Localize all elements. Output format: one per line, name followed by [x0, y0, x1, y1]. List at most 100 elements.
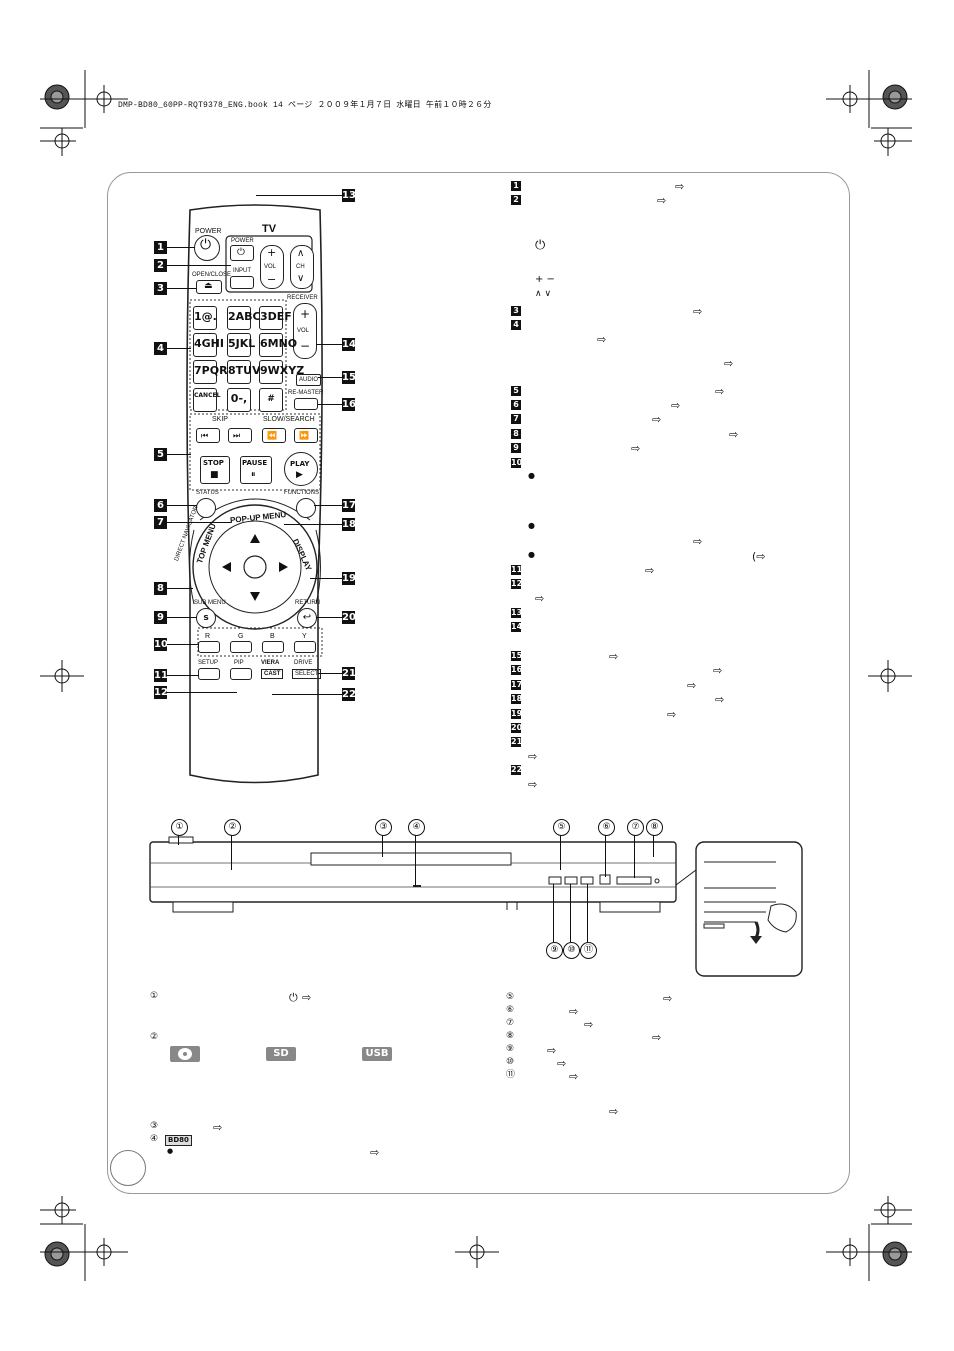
bd80-badge: BD80 — [165, 1135, 192, 1146]
leader — [167, 265, 231, 266]
leader — [316, 344, 342, 345]
page-ref-arrow: ⇨ — [693, 535, 703, 548]
leader — [570, 884, 571, 942]
key-4[interactable]: 4GHI — [193, 333, 224, 357]
tv-power-button[interactable]: ⏻ — [230, 245, 254, 261]
viera-label: VIERA — [261, 660, 280, 666]
callout-13: 13 — [342, 189, 356, 202]
audio-button[interactable]: AUDIO — [296, 374, 322, 386]
list-callout-22: 22 — [511, 765, 523, 775]
key-8[interactable]: 8TUV — [227, 360, 261, 384]
page-ref-arrow: ⇨ — [724, 357, 734, 370]
front-marker-9: ⑨ — [546, 942, 563, 959]
page-ref-arrow: ⇨ — [715, 385, 725, 398]
red-button[interactable] — [198, 641, 220, 653]
key-3[interactable]: 3DEF — [259, 306, 292, 330]
hash-key[interactable]: # — [259, 388, 283, 412]
page-ref-arrow: ⇨ — [652, 413, 662, 426]
leader — [256, 195, 342, 196]
status-button[interactable] — [196, 498, 216, 518]
leader — [231, 835, 232, 870]
key-9[interactable]: 9WXYZ — [259, 360, 304, 384]
pip-button[interactable] — [230, 668, 252, 680]
plus-minus-icon: + − — [535, 274, 555, 285]
functions-button[interactable] — [296, 498, 316, 518]
leader — [605, 835, 606, 877]
page-ref-arrow: ⇨ — [645, 564, 655, 577]
page-ref-arrow: ⇨ — [528, 750, 538, 763]
front-marker-8: ⑧ — [646, 819, 663, 836]
callout-8: 8 — [154, 582, 167, 595]
skip-back-button[interactable]: ⏮ — [196, 428, 220, 443]
power-icon: ⏻ — [535, 238, 546, 253]
page-ref-arrow: ⇨ — [671, 399, 681, 412]
receiver-vol-rocker[interactable]: + VOL − — [293, 303, 317, 359]
return-button[interactable]: ↩ — [297, 608, 317, 628]
key-2[interactable]: 2ABC — [227, 306, 261, 330]
key-7[interactable]: 7PQRS — [193, 360, 235, 384]
setup-label: SETUP — [198, 660, 219, 666]
page-ref-arrow: ⇨ — [715, 693, 725, 706]
leader — [167, 644, 199, 645]
page-ref-arrow: (⇨ — [752, 550, 766, 563]
power-icon: ⏻ — [289, 991, 298, 1004]
desc-marker-9: ⑨ — [506, 1044, 515, 1054]
callout-15: 15 — [342, 371, 356, 384]
list-callout-6: 6 — [511, 400, 521, 410]
leader — [167, 522, 231, 523]
cancel-key[interactable]: CANCEL — [193, 388, 220, 412]
power-button[interactable]: ⏻ — [194, 235, 220, 261]
re-master-button[interactable] — [294, 398, 318, 410]
power-label: POWER — [195, 228, 222, 235]
up-down-icon: ∧ ∨ — [535, 289, 552, 299]
desc-marker-7: ⑦ — [506, 1018, 515, 1028]
leader — [167, 454, 191, 455]
leader — [167, 288, 197, 289]
rewind-button[interactable]: ⏪ — [262, 428, 286, 443]
skip-forward-button[interactable]: ⏭ — [228, 428, 252, 443]
player-front-panel — [149, 836, 677, 913]
setup-button[interactable] — [198, 668, 220, 680]
yellow-button[interactable] — [294, 641, 316, 653]
leader — [560, 835, 561, 870]
play-button[interactable]: PLAY ▶ — [284, 452, 318, 486]
g-label: G — [238, 633, 244, 640]
input-button[interactable] — [230, 276, 254, 289]
list-callout-17: 17 — [511, 680, 523, 690]
bullet-icon: ● — [528, 550, 535, 559]
fast-forward-button[interactable]: ⏩ — [294, 428, 318, 443]
front-marker-7: ⑦ — [627, 819, 644, 836]
leader — [284, 524, 342, 525]
panel-door-inset — [676, 841, 803, 977]
stop-button[interactable]: STOP ■ — [200, 456, 230, 484]
viera-cast-button[interactable]: CAST — [261, 669, 284, 679]
page-ref-arrow: ⇨ — [663, 992, 673, 1005]
status-label: STATUS — [196, 490, 219, 496]
leader — [653, 835, 654, 857]
pause-button[interactable]: PAUSE ⏸ — [240, 456, 272, 484]
tv-ch-rocker[interactable]: ∧ CH ∨ — [290, 245, 314, 289]
callout-21: 21 — [342, 667, 356, 680]
open-close-button[interactable]: ⏏ — [196, 280, 222, 294]
bullet-icon: ● — [528, 471, 535, 480]
callout-14: 14 — [342, 338, 356, 351]
tv-vol-rocker[interactable]: + VOL − — [260, 245, 284, 289]
leader — [272, 694, 342, 695]
key-5[interactable]: 5JKL — [227, 333, 255, 357]
tv-label: TV — [262, 223, 277, 235]
drive-select-button[interactable]: SELECT — [292, 669, 322, 679]
key-0[interactable]: 0-, — [227, 388, 251, 412]
blue-button[interactable] — [262, 641, 284, 653]
list-callout-1: 1 — [511, 181, 521, 191]
page-ref-arrow: ⇨ — [547, 1044, 557, 1057]
green-button[interactable] — [230, 641, 252, 653]
callout-3: 3 — [154, 282, 167, 295]
page-ref-arrow: ⇨ — [687, 679, 697, 692]
sub-menu-button[interactable]: s — [196, 608, 216, 628]
key-6[interactable]: 6MNO — [259, 333, 297, 357]
stop-icon: ■ — [210, 470, 219, 480]
y-label: Y — [302, 633, 307, 640]
functions-label: FUNCTIONS — [284, 490, 319, 496]
key-1[interactable]: 1@. — [193, 306, 217, 330]
front-marker-6: ⑥ — [598, 819, 615, 836]
